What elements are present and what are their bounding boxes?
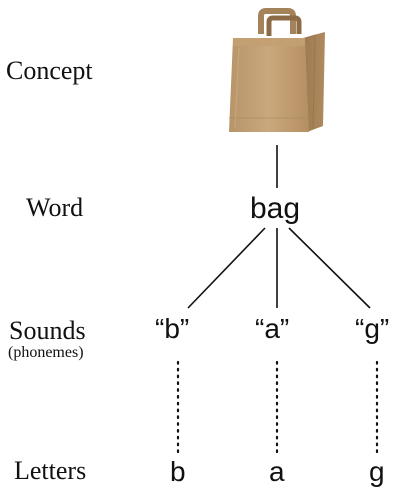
word-text: bag (250, 192, 301, 225)
word-to-b-line (187, 227, 266, 309)
sounds-row-label: Sounds (9, 316, 86, 345)
word-row-label: Word (26, 193, 84, 222)
letter-g: g (369, 456, 385, 487)
concept-row-label: Concept (6, 56, 93, 85)
letter-b: b (170, 456, 186, 487)
word-to-g-line (288, 227, 371, 309)
phoneme-a: “a” (255, 313, 290, 344)
sounds-row-sublabel: (phonemes) (8, 344, 84, 361)
letter-a: a (269, 456, 285, 487)
phoneme-g: “g” (355, 313, 390, 344)
phoneme-b: “b” (155, 313, 190, 344)
paper-bag-image (229, 8, 325, 132)
letters-row-label: Letters (14, 456, 87, 485)
